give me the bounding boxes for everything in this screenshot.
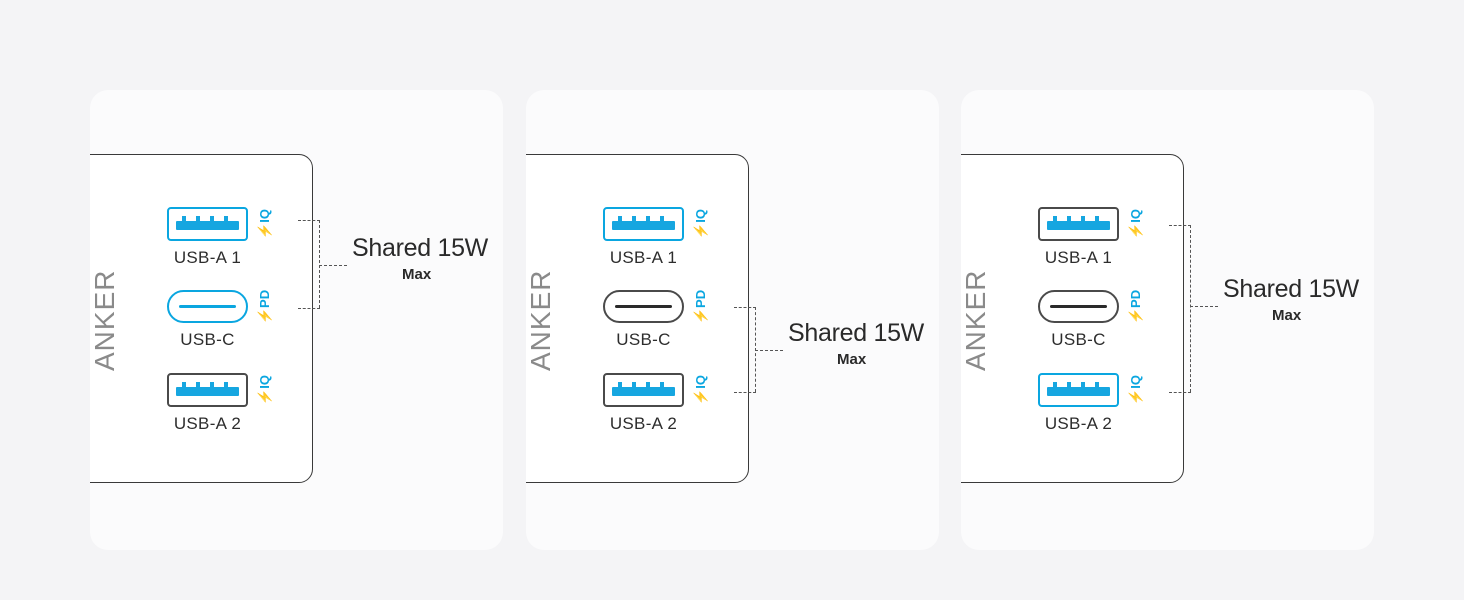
brand-logo: ANKER — [961, 269, 991, 371]
shared-power-subtitle: Max — [1272, 307, 1302, 324]
shared-power-title: Shared 15W — [788, 319, 924, 347]
iq-badge: ⚡IQ — [693, 209, 708, 239]
usb-c-port — [603, 290, 684, 323]
usb-a-1-label: USB-A 1 — [173, 248, 242, 267]
usb-a-2-label: USB-A 2 — [1044, 414, 1113, 433]
usb-a-1-port — [167, 207, 248, 241]
usb-a-2-port — [1038, 373, 1119, 407]
shared-power-title: Shared 15W — [352, 234, 488, 262]
connector-line — [1169, 225, 1191, 226]
brand-logo: ANKER — [90, 269, 120, 371]
usb-c-label: USB-C — [180, 330, 235, 349]
shared-power-title: Shared 15W — [1223, 275, 1359, 303]
usb-c-label: USB-C — [1051, 330, 1106, 349]
usb-a-2-label: USB-A 2 — [173, 414, 242, 433]
iq-badge: ⚡IQ — [693, 375, 708, 405]
pd-badge: ⚡PD — [1128, 289, 1143, 325]
usb-a-2-port — [167, 373, 248, 407]
usb-c-port — [1038, 290, 1119, 323]
shared-power-subtitle: Max — [837, 351, 867, 368]
charger-body: ANKER ⚡IQ USB-A 1 ⚡PD USB-C ⚡IQ USB-A 2 — [526, 154, 749, 483]
connector-line — [734, 307, 756, 308]
usb-c-port — [167, 290, 248, 323]
usb-a-1-label: USB-A 1 — [609, 248, 678, 267]
usb-c-label: USB-C — [616, 330, 671, 349]
connector-line — [319, 265, 347, 266]
usb-a-1-port — [603, 207, 684, 241]
brand-logo: ANKER — [526, 269, 556, 371]
iq-badge: ⚡IQ — [257, 375, 272, 405]
panel-3: ANKER ⚡IQ USB-A 1 ⚡PD USB-C ⚡IQ USB-A 2 … — [961, 90, 1374, 550]
connector-line — [298, 220, 320, 221]
shared-power-subtitle: Max — [402, 266, 432, 283]
connector-line — [1190, 306, 1218, 307]
usb-a-2-port — [603, 373, 684, 407]
connector-line — [755, 350, 783, 351]
connector-line — [319, 220, 320, 308]
connector-line — [1190, 225, 1191, 392]
charger-body: ANKER ⚡IQ USB-A 1 ⚡PD USB-C ⚡IQ USB-A 2 — [961, 154, 1184, 483]
connector-line — [734, 392, 756, 393]
connector-line — [1169, 392, 1191, 393]
panel-2: ANKER ⚡IQ USB-A 1 ⚡PD USB-C ⚡IQ USB-A 2 … — [526, 90, 939, 550]
connector-line — [298, 308, 320, 309]
panel-1: ANKER ⚡IQ USB-A 1 ⚡PD USB-C ⚡IQ USB-A 2 … — [90, 90, 503, 550]
pd-badge: ⚡PD — [257, 289, 272, 325]
iq-badge: ⚡IQ — [1128, 209, 1143, 239]
usb-a-1-port — [1038, 207, 1119, 241]
usb-a-1-label: USB-A 1 — [1044, 248, 1113, 267]
pd-badge: ⚡PD — [693, 289, 708, 325]
connector-line — [755, 307, 756, 392]
iq-badge: ⚡IQ — [1128, 375, 1143, 405]
usb-a-2-label: USB-A 2 — [609, 414, 678, 433]
iq-badge: ⚡IQ — [257, 209, 272, 239]
charger-body: ANKER ⚡IQ USB-A 1 ⚡PD USB-C ⚡IQ USB-A 2 — [90, 154, 313, 483]
